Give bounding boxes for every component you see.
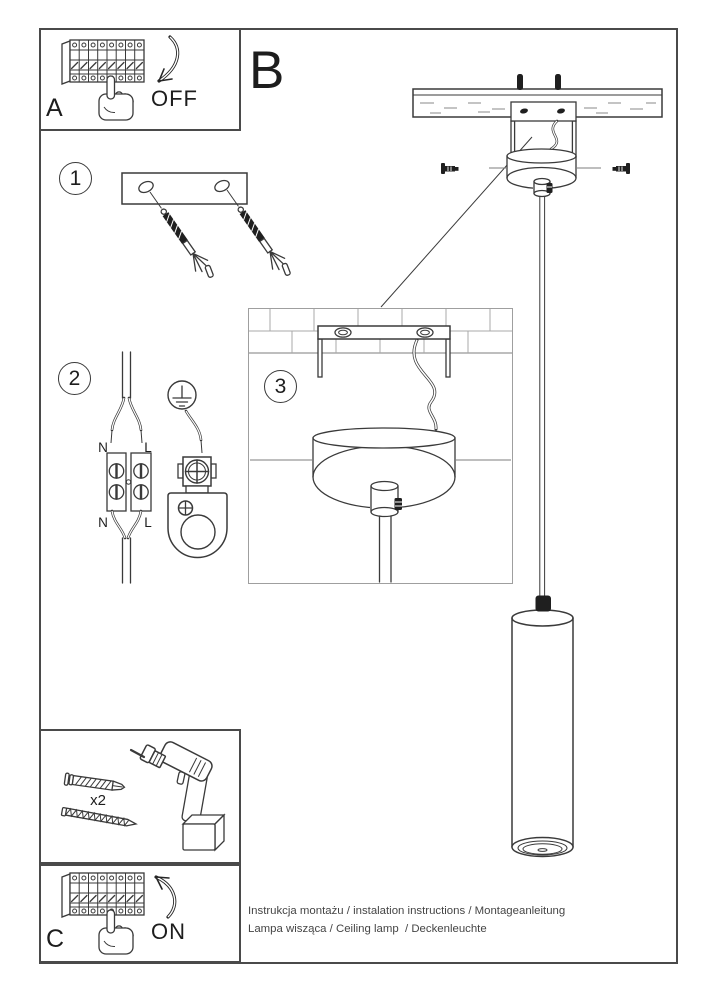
pendant-tube-lamp (511, 609, 574, 858)
screw-with-anchor (226, 189, 291, 276)
plate-hole (214, 179, 230, 193)
wall-anchor (63, 772, 126, 791)
canopy-detail-inset-box (248, 308, 513, 584)
page-frame (39, 28, 678, 964)
box-a-label: A (46, 94, 63, 122)
wire-label-neutral-top: N (98, 440, 108, 455)
canopy-screw-right (612, 163, 630, 174)
bolt-tip (555, 74, 561, 90)
power-off-step-box (39, 28, 241, 131)
cord-grip (370, 480, 402, 518)
breaker-panel-icon (61, 39, 145, 85)
cable-clip (394, 498, 402, 510)
tools-box (39, 729, 241, 864)
canopy-cup (312, 427, 456, 509)
power-on-step-box (39, 864, 241, 963)
plate-hole (138, 180, 154, 194)
step-3-number: 3 (264, 370, 297, 403)
step-1-number: 1 (59, 162, 92, 195)
ground-clamp-illustration (167, 456, 228, 559)
pointing-hand-icon (98, 909, 134, 955)
screw-with-anchor (149, 191, 214, 278)
step3-canopy-detail-illustration (249, 309, 512, 583)
bracket-leg (317, 338, 323, 378)
terminal-block-left (106, 452, 127, 512)
wire-label-live-bottom: L (144, 515, 152, 530)
off-label: OFF (151, 86, 198, 111)
tools-illustration: x2 (60, 741, 226, 852)
box-c-label: C (46, 925, 65, 953)
footer-product-line: Lampa wisząca / Ceiling lamp / Deckenleu… (248, 923, 487, 935)
arrow-down-icon (157, 35, 180, 83)
arrow-up-icon (154, 875, 177, 919)
mounting-screw (60, 806, 138, 827)
footer-instructions-line: Instrukcja montażu / instalation instruc… (248, 905, 566, 917)
canopy-screw-left (441, 163, 459, 174)
mounting-bracket (510, 101, 577, 122)
cord-connector (535, 595, 551, 612)
cord-grip (533, 177, 553, 198)
drill-battery (181, 813, 226, 852)
terminal-block-right (130, 452, 152, 512)
breaker-panel-icon (61, 872, 145, 918)
step-2-number: 2 (58, 362, 91, 395)
step2-wiring-illustration: N L N L (98, 351, 228, 584)
bracket-leg (445, 338, 451, 378)
drill-bit (129, 748, 146, 759)
bolt-tip (517, 74, 523, 90)
cable-clip (546, 183, 553, 193)
bracket-leg (571, 120, 577, 158)
wire-label-live-top: L (144, 440, 152, 455)
on-label: ON (151, 919, 186, 944)
anchor-quantity-label: x2 (90, 792, 106, 809)
wire-label-neutral-bottom: N (98, 515, 108, 530)
power-drill (129, 741, 226, 852)
diagram-b-label: B (249, 41, 285, 100)
breaker-off-illustration (61, 35, 180, 121)
mounting-bracket (317, 325, 451, 340)
earth-ground-symbol (167, 380, 197, 410)
canopy-cup (506, 148, 577, 190)
breaker-on-illustration (61, 872, 177, 955)
diagram-b-illustration (412, 74, 663, 858)
step1-mounting-plate-illustration (121, 172, 291, 278)
mounting-plate (121, 172, 248, 205)
